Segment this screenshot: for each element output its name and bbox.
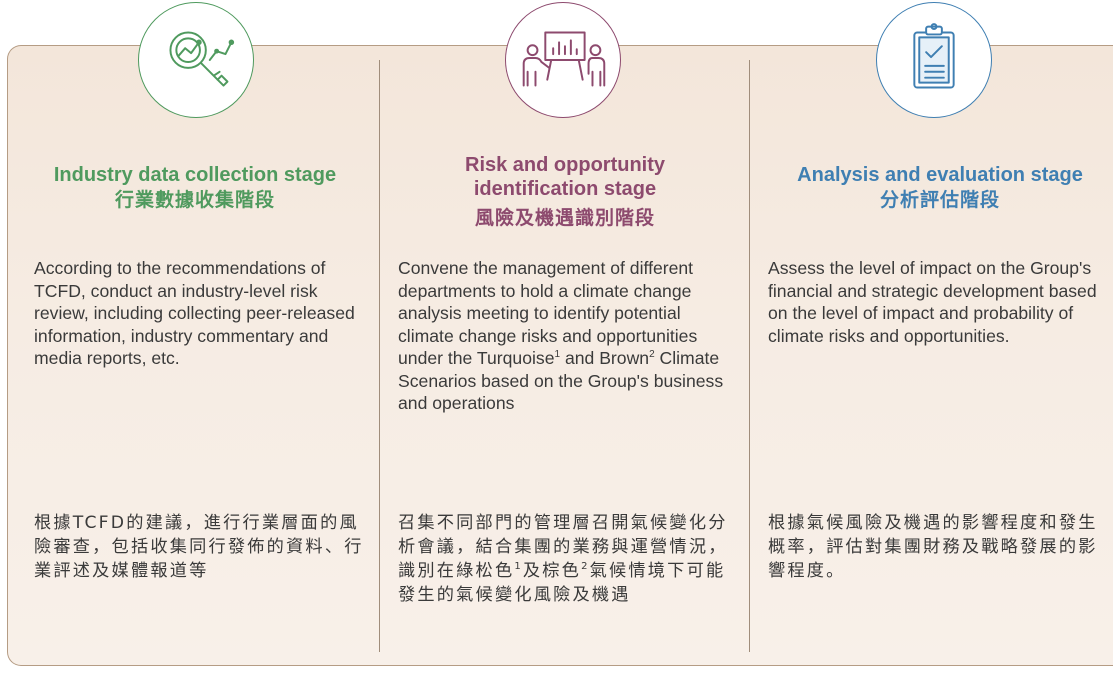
description-part: 氣候情境下可能發生的氣候變化風險及機遇 [398, 561, 726, 605]
stage-icon-circle [505, 2, 621, 118]
stage-icon-circle [876, 2, 992, 118]
stages-panel [7, 45, 1113, 666]
stage-title-en: Industry data collection stage [53, 164, 337, 186]
stage-description-zh: 根據TCFD的建議，進行行業層面的風險審查，包括收集同行發佈的資料、行業評述及媒… [34, 513, 364, 581]
stage-title-en: Analysis and evaluation stage [797, 164, 1083, 186]
clipboard-checklist-icon [913, 23, 955, 89]
description-part: 及棕色 [522, 561, 582, 581]
stage-description-en: Convene the management of different depa… [398, 257, 730, 415]
description-part: Convene the management of different depa… [398, 258, 698, 368]
stage-title-en-line2: identification stage [473, 178, 657, 200]
footnote-marker: 2 [581, 561, 590, 572]
stage-title-en-line1: Risk and opportunity [465, 154, 665, 176]
stage-title-zh: 行業數據收集階段 [114, 189, 275, 211]
stage-icon-circle [138, 2, 254, 118]
column-divider-2 [749, 60, 750, 652]
stage-title-zh: 風險及機遇識別階段 [474, 207, 655, 229]
meeting-presentation-icon [522, 31, 606, 87]
stage-description-zh: 召集不同部門的管理層召開氣候變化分析會議，結合集團的業務與運營情況，識別在綠松色… [398, 511, 744, 607]
stage-title-zh: 分析評估階段 [879, 189, 1000, 211]
stage-description-zh: 根據氣候風險及機遇的影響程度和發生概率，評估對集團財務及戰略發展的影響程度。 [768, 513, 1098, 581]
footnote-marker: 1 [554, 349, 561, 360]
magnifier-chart-icon [169, 31, 235, 87]
footnote-marker: 1 [514, 561, 523, 572]
description-part: Climate Scenarios based on the Group's b… [398, 348, 724, 413]
stage-description-en: According to the recommendations of TCFD… [34, 258, 355, 368]
footnote-marker: 2 [649, 349, 655, 360]
column-divider-1 [379, 60, 380, 652]
stage-title-en: Risk and opportunity identification stag… [390, 153, 740, 201]
description-part: and Brown [560, 348, 650, 368]
description-part: 召集不同部門的管理層召開氣候變化分析會議，結合集團的業務與運營情況，識別在綠松色 [398, 513, 728, 581]
stage-description-en: Assess the level of impact on the Group'… [768, 258, 1097, 346]
